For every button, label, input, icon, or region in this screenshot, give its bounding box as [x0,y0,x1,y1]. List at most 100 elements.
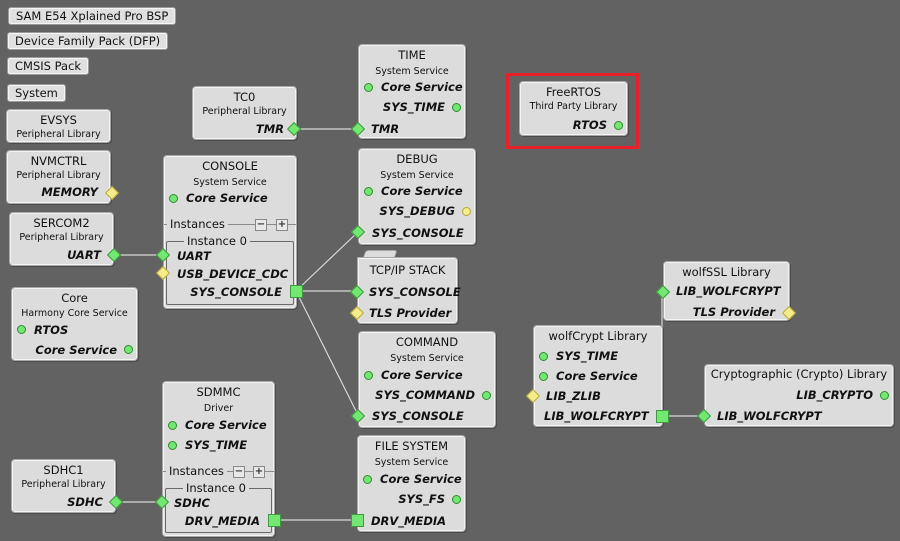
connector-core-service-icon[interactable] [169,194,178,203]
root-item-dfp[interactable]: Device Family Pack (DFP) [7,32,169,50]
connector-rtos-icon[interactable] [17,325,26,334]
wire-console-command [295,290,359,416]
port-core-service: Core Service [556,369,638,383]
port-sys-console: SYS_CONSOLE [190,285,282,299]
root-item-system[interactable]: System [7,84,66,102]
port-core-service: Core Service [35,343,117,357]
connector-core-service-icon[interactable] [364,371,373,380]
port-rtos: RTOS [572,118,607,132]
port-tmr: TMR [371,122,400,136]
node-title: FILE SYSTEM [374,439,449,453]
port-uart: UART [67,248,101,262]
node-subtitle: System Service [193,177,267,188]
node-subtitle: Third Party Library [529,101,618,112]
node-title: FreeRTOS [546,85,601,99]
node-title: NVMCTRL [30,154,87,168]
wire-console-debug [295,231,359,292]
node-nvmctrl[interactable]: NVMCTRL Peripheral Library MEMORY [6,150,111,204]
connector-sys-console-out-icon[interactable] [290,285,303,298]
connector-sys-time-icon[interactable] [168,441,177,450]
node-freertos[interactable]: FreeRTOS Third Party Library RTOS [519,81,628,136]
remove-instance-button[interactable]: − [255,219,267,231]
instance-0-label: Instance 0 [184,234,250,248]
node-sdhc1[interactable]: SDHC1 Peripheral Library SDHC [11,459,116,513]
node-wolfcrypt[interactable]: wolfCrypt Library SYS_TIME Core Service … [533,325,663,427]
port-lib-wolfcrypt: LIB_WOLFCRYPT [544,409,649,423]
node-subtitle: System Service [375,66,449,77]
instances-label: Instances [167,217,228,231]
connector-drv-media-out-icon[interactable] [268,514,281,527]
connector-rtos-icon[interactable] [614,121,623,130]
port-core-service: Core Service [186,191,268,205]
connector-core-service-icon[interactable] [364,83,373,92]
port-lib-wolfcrypt: LIB_WOLFCRYPT [717,409,822,423]
node-subtitle: Peripheral Library [19,232,104,243]
node-crypto[interactable]: Cryptographic (Crypto) Library LIB_CRYPT… [704,364,894,427]
port-sys-console: SYS_CONSOLE [369,285,461,299]
connector-core-service-icon[interactable] [168,421,177,430]
add-instance-button[interactable]: + [253,466,265,478]
port-sdhc: SDHC [174,496,210,510]
port-tmr: TMR [255,122,284,136]
connector-core-service-icon[interactable] [363,475,372,484]
port-sys-debug: SYS_DEBUG [379,204,455,218]
node-title: SERCOM2 [33,216,90,230]
node-sdmmc[interactable]: SDMMC Driver Core Service SYS_TIME Insta… [162,381,275,537]
port-sdhc: SDHC [67,495,103,509]
port-uart: UART [177,249,211,263]
node-subtitle: Harmony Core Service [21,308,128,319]
port-sys-console: SYS_CONSOLE [372,409,464,423]
port-memory: MEMORY [41,185,98,199]
connector-lib-wolfcrypt-out-icon[interactable] [656,410,669,423]
connector-core-service-icon[interactable] [124,345,133,354]
node-debug[interactable]: DEBUG System Service Core Service SYS_DE… [358,148,476,245]
highlight-frame [506,73,639,149]
node-title: TC0 [233,90,256,104]
connector-core-service-icon[interactable] [539,372,548,381]
port-sys-command: SYS_COMMAND [375,388,475,402]
port-sys-fs: SYS_FS [398,492,445,506]
connector-sys-time-icon[interactable] [452,103,461,112]
connector-sys-command-icon[interactable] [482,391,491,400]
node-tc0[interactable]: TC0 Peripheral Library TMR [192,86,297,140]
node-subtitle: Peripheral Library [16,129,101,140]
node-file-system[interactable]: FILE SYSTEM System Service Core Service … [357,435,466,532]
port-sys-time: SYS_TIME [185,438,248,452]
node-title: wolfSSL Library [682,265,771,279]
node-sercom2[interactable]: SERCOM2 Peripheral Library UART [9,212,114,266]
node-title: wolfCrypt Library [548,329,648,343]
port-lib-wolfcrypt: LIB_WOLFCRYPT [676,284,781,298]
remove-instance-button[interactable]: − [233,466,245,478]
node-subtitle: Driver [203,403,234,414]
port-tls-provider: TLS Provider [692,305,775,319]
node-core[interactable]: Core Harmony Core Service RTOS Core Serv… [11,287,138,361]
port-drv-media: DRV_MEDIA [184,514,260,528]
node-title: CONSOLE [202,159,258,173]
port-tls-provider: TLS Provider [369,306,452,320]
node-evsys[interactable]: EVSYS Peripheral Library [6,109,111,143]
port-core-service: Core Service [381,80,463,94]
connector-sys-debug-icon[interactable] [462,207,471,216]
connector-drv-media-in-icon[interactable] [351,514,364,527]
port-lib-zlib: LIB_ZLIB [546,389,601,403]
add-instance-button[interactable]: + [276,219,288,231]
node-subtitle: System Service [390,353,464,364]
connector-lib-crypto-icon[interactable] [880,391,889,400]
node-command[interactable]: COMMAND System Service Core Service SYS_… [358,331,496,428]
port-sys-console: SYS_CONSOLE [372,226,464,240]
node-console[interactable]: CONSOLE System Service Core Service Inst… [163,155,297,309]
root-item-bsp[interactable]: SAM E54 Xplained Pro BSP [8,7,177,25]
node-subtitle: System Service [380,170,454,181]
node-wolfssl[interactable]: wolfSSL Library LIB_WOLFCRYPT TLS Provid… [663,261,790,321]
node-title: Core [61,291,88,305]
node-title: EVSYS [40,113,77,127]
node-time[interactable]: TIME System Service Core Service SYS_TIM… [358,44,466,139]
port-sys-time: SYS_TIME [382,100,445,114]
node-title: TCP/IP STACK [369,263,446,277]
root-item-cmsis[interactable]: CMSIS Pack [7,57,90,75]
node-subtitle: Peripheral Library [21,479,106,490]
node-tcpip-stack[interactable]: TCP/IP STACK SYS_CONSOLE TLS Provider [357,257,461,324]
connector-sys-time-icon[interactable] [539,352,548,361]
connector-core-service-icon[interactable] [364,187,373,196]
connector-sys-fs-icon[interactable] [452,495,461,504]
